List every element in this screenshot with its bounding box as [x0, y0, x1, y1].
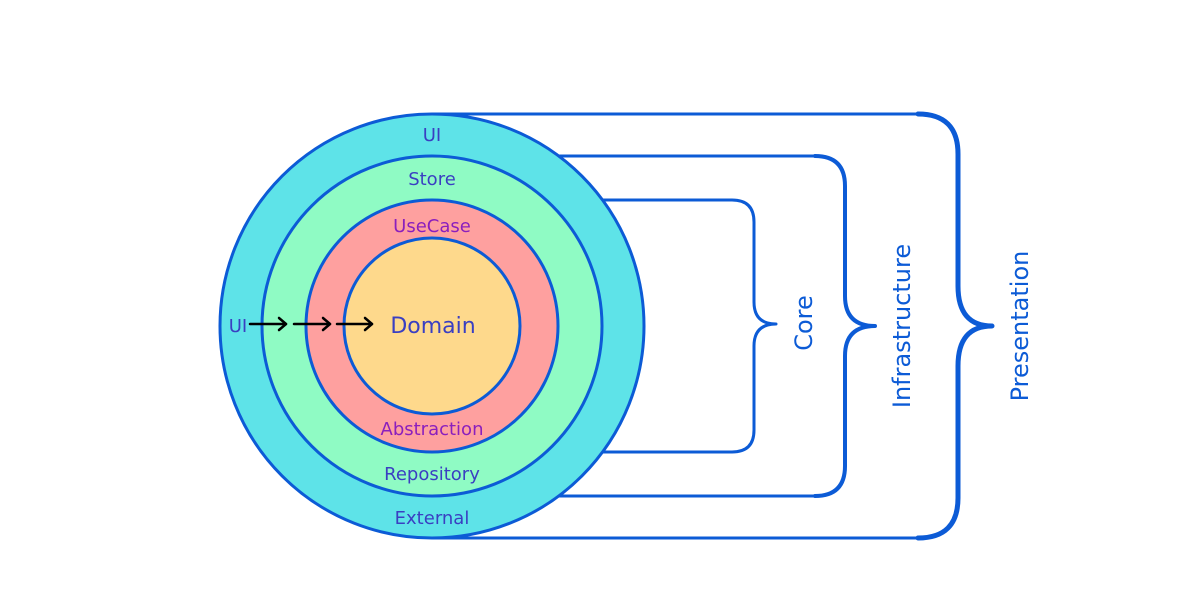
third-ring-bottom-label: Abstraction	[381, 419, 484, 440]
flow-start-label: UI	[229, 316, 247, 337]
domain-core	[342, 236, 522, 416]
dependency-arrows	[248, 316, 374, 332]
second-ring-bottom-label: Repository	[384, 464, 480, 485]
curly-braces	[730, 111, 995, 541]
domain-label: Domain	[390, 314, 475, 339]
second-ring-top-label: Store	[408, 169, 456, 190]
infrastructure-brace	[813, 154, 877, 498]
arrow-icon	[335, 316, 374, 332]
presentation-label: Presentation	[1006, 251, 1034, 402]
outer-ring-bottom-label: External	[395, 508, 470, 529]
arrow-icon	[248, 316, 288, 332]
core-brace	[730, 198, 778, 454]
outer-ring-top-label: UI	[423, 125, 441, 146]
presentation-connector	[432, 112, 918, 540]
third-ring-top-label: UseCase	[393, 216, 471, 237]
arrow-icon	[292, 316, 332, 332]
core-label: Core	[790, 295, 818, 351]
presentation-brace	[915, 111, 995, 541]
infrastructure-label: Infrastructure	[888, 244, 916, 408]
